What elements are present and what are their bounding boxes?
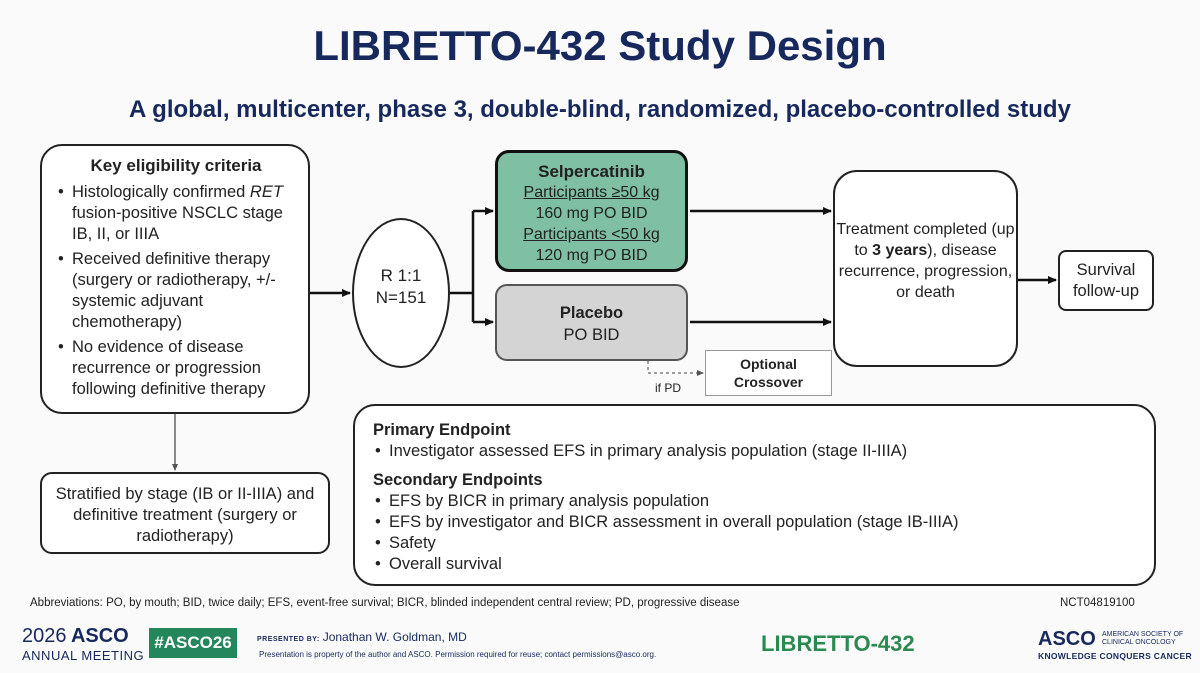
primary-endpoint-title: Primary Endpoint xyxy=(373,421,511,439)
list-item: Overall survival xyxy=(373,554,1136,575)
asco-meeting-logo: 2026 ASCO ANNUAL MEETING xyxy=(22,625,144,663)
asco-wordmark: ASCO xyxy=(70,625,129,647)
eligibility-item: No evidence of disease recurrence or pro… xyxy=(56,337,296,400)
eligibility-list: Histologically confirmed RET fusion-posi… xyxy=(56,182,296,400)
crossover-line1: Optional xyxy=(740,356,797,372)
endpoints-box: Primary Endpoint Investigator assessed E… xyxy=(353,404,1156,586)
eligibility-item: Received definitive therapy (surgery or … xyxy=(56,249,296,333)
selpercatinib-group-light: Participants <50 kg xyxy=(523,226,660,243)
selpercatinib-dose-heavy: 160 mg PO BID xyxy=(535,205,648,222)
selpercatinib-dose-light: 120 mg PO BID xyxy=(535,247,648,264)
presenter-info: PRESENTED BY: Jonathan W. Goldman, MD xyxy=(257,630,467,644)
abbreviations-note: Abbreviations: PO, by mouth; BID, twice … xyxy=(30,597,740,609)
placebo-title: Placebo xyxy=(559,304,624,322)
society-name: AMERICAN SOCIETY OF CLINICAL ONCOLOGY xyxy=(1102,631,1200,647)
society-line: AMERICAN SOCIETY OF xyxy=(1102,631,1184,638)
hashtag-badge: #ASCO26 xyxy=(149,628,237,658)
treatment-completed-box: Treatment completed (up to 3 years), dis… xyxy=(833,170,1018,367)
list-item: Investigator assessed EFS in primary ana… xyxy=(373,441,1136,462)
asco-wordmark-right: ASCO xyxy=(1038,628,1096,650)
eligibility-criteria-box: Key eligibility criteria Histologically … xyxy=(40,144,310,414)
eligibility-item-text: Histologically confirmed xyxy=(72,183,250,201)
arrow-placebo-to-crossover xyxy=(647,361,704,376)
secondary-endpoints-title: Secondary Endpoints xyxy=(373,471,543,489)
randomization-circle: R 1:1 N=151 xyxy=(352,218,450,368)
eligibility-item-text: fusion-positive NSCLC stage IB, II, or I… xyxy=(72,204,283,243)
slide-title: LIBRETTO-432 Study Design xyxy=(313,22,887,69)
selpercatinib-title: Selpercatinib xyxy=(538,162,645,181)
meeting-year: 2026 xyxy=(22,625,67,647)
trial-name-footer: LIBRETTO-432 xyxy=(761,631,915,656)
primary-endpoint-list: Investigator assessed EFS in primary ana… xyxy=(373,441,1136,462)
society-tagline: KNOWLEDGE CONQUERS CANCER xyxy=(1038,651,1192,661)
presenter-name: Jonathan W. Goldman, MD xyxy=(322,630,467,644)
asco-society-logo: ASCO AMERICAN SOCIETY OF CLINICAL ONCOLO… xyxy=(1038,628,1192,661)
stratification-box: Stratified by stage (IB or II-IIIA) and … xyxy=(40,472,330,554)
presented-by-label: PRESENTED BY: xyxy=(257,636,320,643)
selpercatinib-arm-box: Selpercatinib Participants ≥50 kg 160 mg… xyxy=(495,150,688,272)
eligibility-title: Key eligibility criteria xyxy=(90,156,262,175)
annual-meeting-label: ANNUAL MEETING xyxy=(22,648,145,663)
placebo-dose: PO BID xyxy=(563,326,620,344)
eligibility-item-gene: RET xyxy=(249,183,283,201)
list-item: Safety xyxy=(373,533,1136,554)
treatment-duration: 3 years xyxy=(872,242,928,259)
treatment-text: Treatment completed (up to xyxy=(836,221,1015,259)
property-notice: Presentation is property of the author a… xyxy=(259,650,657,659)
eligibility-item: Histologically confirmed RET fusion-posi… xyxy=(56,182,296,245)
treatment-text: ), disease recurrence, progression, or d… xyxy=(838,242,1013,301)
slide-subtitle: A global, multicenter, phase 3, double-b… xyxy=(129,96,1071,123)
society-line: CLINICAL ONCOLOGY xyxy=(1102,639,1176,646)
selpercatinib-group-heavy: Participants ≥50 kg xyxy=(523,184,660,201)
crossover-line2: Crossover xyxy=(733,374,804,390)
secondary-endpoints-list: EFS by BICR in primary analysis populati… xyxy=(373,491,1136,575)
survival-followup-box: Survival follow-up xyxy=(1058,250,1154,311)
randomization-n: N=151 xyxy=(375,288,427,307)
optional-crossover-box: Optional Crossover xyxy=(705,350,832,396)
crossover-condition: if PD xyxy=(655,381,682,395)
list-item: EFS by BICR in primary analysis populati… xyxy=(373,491,1136,512)
nct-number: NCT04819100 xyxy=(1060,597,1135,609)
list-item: EFS by investigator and BICR assessment … xyxy=(373,512,1136,533)
randomization-ratio: R 1:1 xyxy=(380,266,422,285)
placebo-arm-box: Placebo PO BID xyxy=(495,284,688,361)
